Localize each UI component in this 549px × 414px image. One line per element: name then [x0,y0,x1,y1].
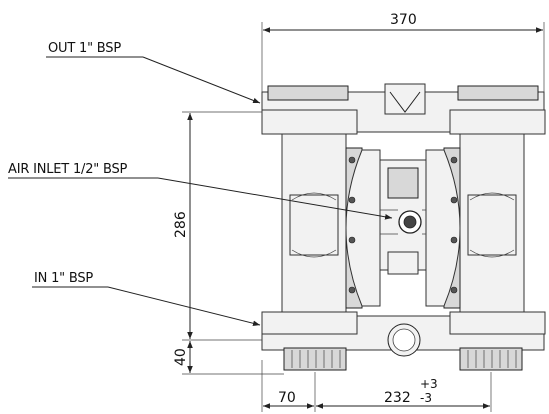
overall-width-dimension: 370 [390,12,417,28]
inlet-callout: IN 1" BSP [34,271,93,286]
callout-leaders [8,56,393,327]
outlet-callout: OUT 1" BSP [48,41,121,56]
foot-spacing-dimension: 232 [384,390,411,406]
pump-body [261,83,546,371]
dimension-lines [182,22,545,412]
side-offset-dimension: 70 [278,390,296,406]
tolerance-minus: -3 [420,391,432,405]
base-height-dimension: 40 [173,348,189,366]
height-dimension: 286 [173,211,189,238]
air-inlet-callout: AIR INLET 1/2" BSP [8,162,128,177]
tolerance-plus: +3 [420,377,438,391]
